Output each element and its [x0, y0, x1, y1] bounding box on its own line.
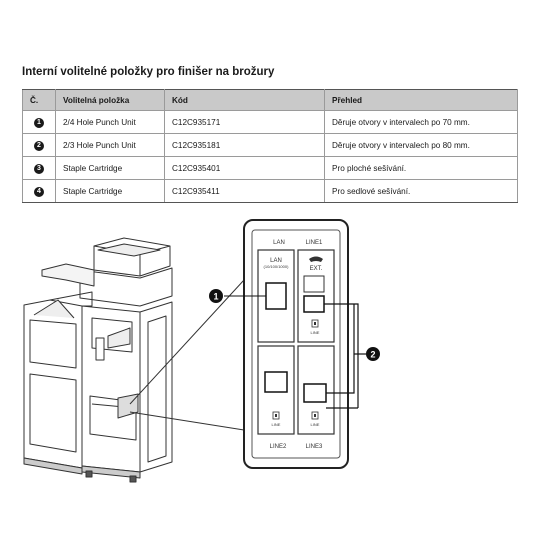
row-number-badge: 1 [22, 110, 56, 134]
line3-port[interactable] [303, 383, 327, 403]
table-row: 1 2/4 Hole Punch Unit C12C935171 Děruje … [22, 110, 518, 134]
zoom-leader-lines [129, 279, 245, 431]
cell-overview: Pro ploché sešívání. [324, 156, 518, 180]
options-table: Č. Volitelná položka Kód Přehled 1 2/4 H… [22, 89, 518, 203]
lan-port[interactable] [265, 282, 287, 310]
section-title: Interní volitelné položky pro finišer na… [22, 66, 275, 78]
label-ext: EXT. [310, 266, 323, 272]
cell-code: C12C935181 [164, 133, 325, 157]
label-lan-speed: (10/100/1000) [264, 264, 290, 269]
phone-icon [309, 256, 323, 262]
callout-1-label: 1 [213, 292, 218, 302]
line-icon [311, 319, 319, 328]
label-line3: LINE3 [306, 444, 323, 450]
col-header-overview: Přehled [324, 89, 518, 111]
callout-1: 1 [209, 289, 266, 303]
callout-2-label: 2 [370, 350, 375, 360]
label-line-port: LINE [311, 330, 320, 335]
port-panel: LAN LINE1 LAN (10/100/1000) EXT. LINE LI… [243, 219, 349, 469]
printer-illustration [23, 237, 173, 483]
label-line2: LINE2 [270, 444, 287, 450]
label-line1: LINE1 [306, 240, 323, 246]
label-lan-top: LAN [273, 240, 285, 246]
line-icon [311, 411, 319, 420]
ext-port[interactable] [303, 275, 325, 293]
cell-overview: Děruje otvory v intervalech po 70 mm. [324, 110, 518, 134]
line1-port[interactable] [303, 295, 325, 313]
table-row: 4 Staple Cartridge C12C935411 Pro sedlov… [22, 179, 518, 203]
table-row: 2 2/3 Hole Punch Unit C12C935181 Děruje … [22, 133, 518, 157]
col-header-code: Kód [164, 89, 325, 111]
callout-2 [324, 303, 366, 409]
line2-port[interactable] [264, 371, 288, 393]
label-line-port: LINE [272, 422, 281, 427]
label-line-port: LINE [311, 422, 320, 427]
cell-item: 2/4 Hole Punch Unit [55, 110, 165, 134]
col-header-number: Č. [22, 89, 56, 111]
cell-overview: Děruje otvory v intervalech po 80 mm. [324, 133, 518, 157]
cell-code: C12C935411 [164, 179, 325, 203]
cell-overview: Pro sedlové sešívání. [324, 179, 518, 203]
table-header-row: Č. Volitelná položka Kód Přehled [22, 89, 518, 111]
callout-2-badge [366, 347, 380, 361]
line-icon [272, 411, 280, 420]
col-header-item: Volitelná položka [55, 89, 165, 111]
label-lan-port: LAN [270, 258, 282, 264]
